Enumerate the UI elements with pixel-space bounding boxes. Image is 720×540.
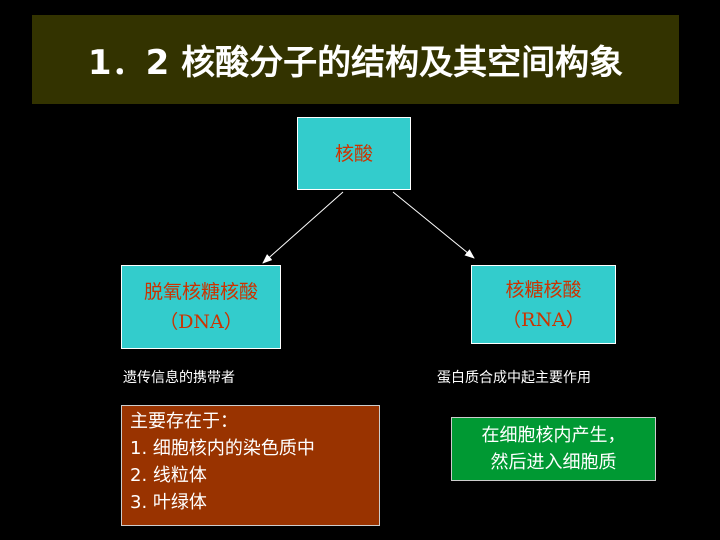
node-nucleic-acid-label: 核酸 xyxy=(334,142,373,165)
arrow-to-rna xyxy=(392,191,475,259)
dna-location-item: 3. 叶绿体 xyxy=(130,492,207,513)
node-dna-name: 脱氧核糖核酸 xyxy=(143,281,258,303)
node-dna-abbr: （DNA） xyxy=(159,311,243,333)
rna-origin-line: 在细胞核内产生， xyxy=(481,425,626,446)
dna-location-box: 主要存在于： 1. 细胞核内的染色质中 2. 线粒体 3. 叶绿体 xyxy=(121,405,380,526)
title-bar: 1．2 核酸分子的结构及其空间构象 xyxy=(32,15,679,104)
node-nucleic-acid: 核酸 xyxy=(297,117,411,190)
dna-location-item: 2. 线粒体 xyxy=(130,465,207,486)
slide-title: 1．2 核酸分子的结构及其空间构象 xyxy=(87,43,624,83)
node-rna: 核糖核酸 （RNA） xyxy=(471,265,616,344)
dna-role-caption: 遗传信息的携带者 xyxy=(123,370,235,386)
node-dna: 脱氧核糖核酸 （DNA） xyxy=(121,265,281,349)
dna-location-heading: 主要存在于： xyxy=(130,411,238,432)
rna-origin-box: 在细胞核内产生， 然后进入细胞质 xyxy=(451,417,656,481)
rna-origin-line: 然后进入细胞质 xyxy=(490,452,617,473)
rna-role-caption: 蛋白质合成中起主要作用 xyxy=(437,370,591,386)
node-rna-abbr: （RNA） xyxy=(502,308,585,331)
arrow-to-dna xyxy=(262,191,344,264)
dna-location-item: 1. 细胞核内的染色质中 xyxy=(130,438,315,459)
node-rna-name: 核糖核酸 xyxy=(505,278,582,301)
